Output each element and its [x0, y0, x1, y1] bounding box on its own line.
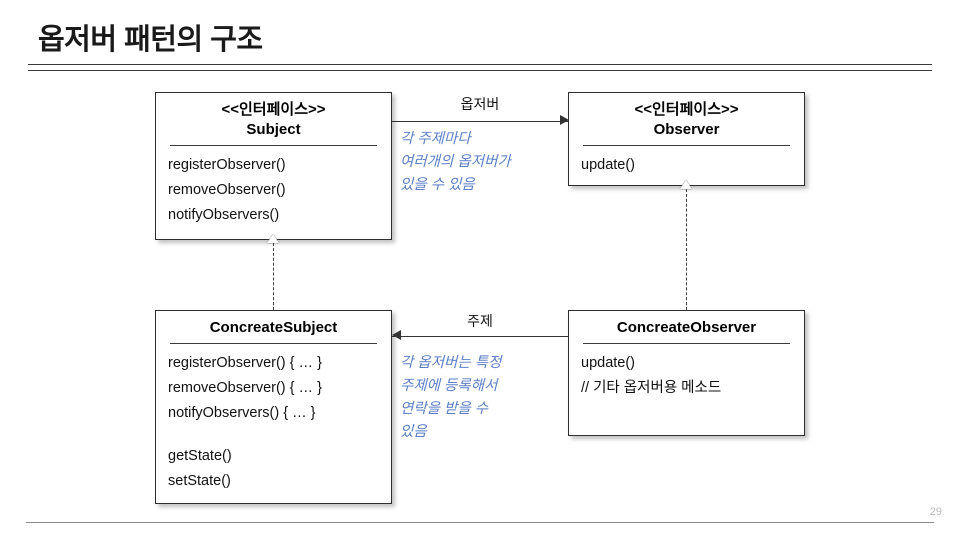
title-divider-lower: [28, 70, 932, 71]
uml-member: registerObserver() { … }: [168, 355, 322, 371]
uml-class-concrete-observer-separator: [583, 343, 790, 344]
uml-member: notifyObservers() { … }: [168, 405, 316, 421]
uml-class-concrete-subject-name: ConcreateSubject: [209, 319, 338, 336]
realization-line-concrete-subject: [273, 243, 274, 310]
uml-class-subject-header: <<인터페이스>> Subject: [156, 93, 391, 140]
annotation-observer-registration: 각 옵저버는 특정 주제에 등록해서 연락을 받을 수 있음: [400, 355, 502, 440]
uml-class-concrete-observer-name: ConcreateObserver: [616, 319, 757, 336]
uml-member: notifyObservers(): [168, 207, 280, 223]
uml-class-concrete-observer: ConcreateObserver update() // 기타 옵저버용 메소…: [568, 310, 805, 436]
uml-class-concrete-subject-members: registerObserver() { … } removeObserver(…: [156, 344, 391, 494]
uml-member: removeObserver() { … }: [168, 380, 322, 396]
uml-class-observer-members: update(): [569, 146, 804, 178]
uml-class-concrete-subject-separator: [170, 343, 377, 344]
annotation-observer-multiplicity: 각 주제마다 여러개의 옵저버가 있을 수 있음: [400, 131, 511, 193]
uml-class-concrete-subject-header: ConcreateSubject: [156, 311, 391, 338]
uml-class-observer-stereotype: <<인터페이스>>: [634, 101, 739, 118]
uml-member: update(): [581, 355, 636, 371]
uml-member: setState(): [168, 473, 231, 489]
page-title: 옵저버 패턴의 구조: [38, 24, 263, 56]
uml-class-observer: <<인터페이스>> Observer update(): [568, 92, 805, 186]
uml-class-subject-name: Subject: [246, 121, 301, 138]
footer-divider: [26, 522, 934, 523]
uml-class-observer-header: <<인터페이스>> Observer: [569, 93, 804, 140]
uml-member: // 기타 옵저버용 메소드: [581, 380, 722, 396]
uml-class-subject-stereotype: <<인터페이스>>: [221, 101, 326, 118]
uml-class-subject-members: registerObserver() removeObserver() noti…: [156, 146, 391, 228]
association-label-observer: 옵저버: [460, 96, 500, 112]
uml-member: update(): [581, 157, 636, 173]
uml-class-subject: <<인터페이스>> Subject registerObserver() rem…: [155, 92, 392, 240]
association-line-subject-to-observer: [392, 121, 568, 122]
uml-class-concrete-observer-members: update() // 기타 옵저버용 메소드: [569, 344, 804, 401]
uml-class-concrete-subject: ConcreateSubject registerObserver() { … …: [155, 310, 392, 504]
uml-class-observer-separator: [583, 145, 790, 146]
uml-member: getState(): [168, 448, 232, 464]
uml-class-subject-separator: [170, 145, 377, 146]
arrow-right-icon: [560, 115, 569, 125]
uml-class-observer-name: Observer: [653, 121, 720, 138]
uml-member-spacer: [168, 426, 391, 444]
title-divider-upper: [28, 64, 932, 65]
association-label-subject: 주제: [467, 313, 493, 329]
triangle-up-icon: [267, 234, 279, 243]
uml-member: removeObserver(): [168, 182, 286, 198]
association-line-observer-to-subject: [392, 336, 568, 337]
realization-line-concrete-observer: [686, 189, 687, 310]
page-number: 29: [929, 506, 942, 518]
uml-class-concrete-observer-header: ConcreateObserver: [569, 311, 804, 338]
arrow-left-icon: [392, 330, 401, 340]
uml-member: registerObserver(): [168, 157, 286, 173]
triangle-up-icon: [680, 180, 692, 189]
